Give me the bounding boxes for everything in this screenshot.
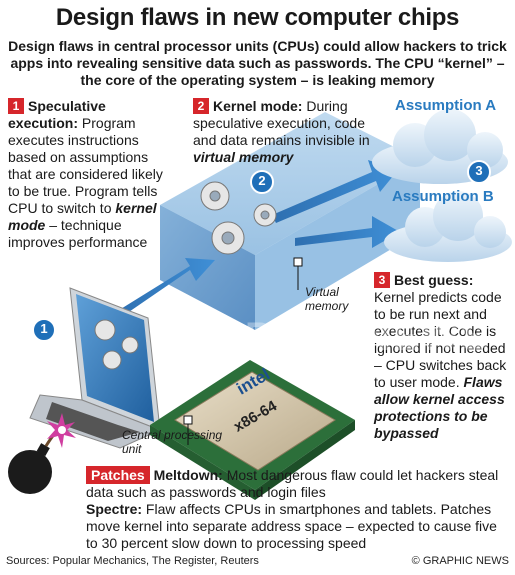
patches-label: Patches [86,466,150,484]
cpu-label: Central processing unit [122,428,223,456]
step-1-heading: Speculative execution: [8,98,106,131]
data-flow-arrows [116,160,400,318]
page-title: Design flaws in new computer chips [55,4,460,31]
step-1-badge: 1 [8,98,24,114]
step-2-body: During speculative execution, code and d… [193,98,370,148]
step-marker-3 [467,160,491,184]
page-subtitle: Design flaws in central processor units … [8,38,507,88]
gear-icon [94,319,139,370]
step-2-emphasis: virtual memory [193,149,294,165]
spectre-body: Flaw affects CPUs in smartphones and tab… [86,501,497,551]
assumption-a-label: Assumption A [395,97,497,114]
patches-section: Patches Meltdown: Most dangerous flaw co… [86,466,511,552]
step-1-body: Program executes instructions based on a… [8,115,163,216]
step-marker-2 [250,170,274,194]
step-1-emphasis: kernel mode [8,200,157,233]
meltdown-body: Most dangerous flaw could let hackers st… [86,467,499,500]
laptop [29,287,162,449]
assumption-b-label: Assumption B [392,188,494,205]
cloud-assumption-a [372,109,508,184]
gear-icon [200,181,277,255]
marker-1-label: 1 [40,321,48,336]
virtual-memory-label: Virtual memory [305,285,349,313]
step-3-emphasis: Flaws allow kernel access protections to… [374,374,505,441]
meltdown-heading: Meltdown: [153,467,223,483]
spectre-heading: Spectre: [86,501,143,517]
bomb-icon [8,413,76,494]
sources: Sources: Popular Mechanics, The Register… [6,555,259,567]
step-1-tail: – technique improves performance [8,217,148,250]
step-3-heading: Best guess: [394,272,474,288]
cloud-assumption-b [384,191,512,262]
marker-3-label: 3 [475,163,483,178]
step-3-badge: 3 [374,272,390,288]
marker-2-label: 2 [258,173,266,188]
cpu-chip [150,360,355,500]
step-2-heading: Kernel mode: [213,98,303,114]
credit: © GRAPHIC NEWS [411,555,509,567]
step-2-badge: 2 [193,98,209,114]
step-3-body: Kernel predicts code to be run next and … [374,289,507,390]
step-marker-1 [32,318,56,342]
watermark: GRAPHIC NEWS [150,315,490,359]
